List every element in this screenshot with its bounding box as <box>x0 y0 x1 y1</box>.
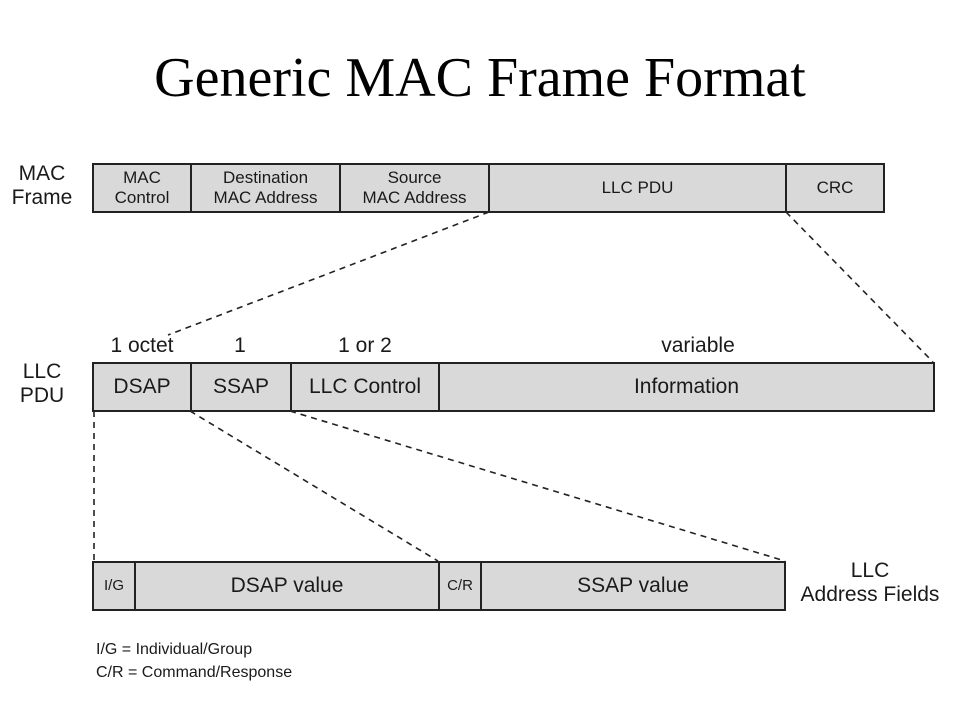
field-dsap-value: DSAP value <box>134 561 440 611</box>
field-cr: C/R <box>438 561 482 611</box>
field-crc: CRC <box>785 163 885 213</box>
field-llc-pdu-label: LLC PDU <box>601 178 674 198</box>
llc-address-label-line1: LLC <box>850 559 890 582</box>
field-information: Information <box>438 362 935 412</box>
field-mac-control-line2: Control <box>114 188 170 207</box>
field-dsap: DSAP <box>92 362 192 412</box>
field-source-line2: MAC Address <box>362 188 467 207</box>
field-source-mac-address: Source MAC Address <box>339 163 490 213</box>
field-llc-control: LLC Control <box>290 362 440 412</box>
size-information: variable <box>661 334 735 357</box>
llc-pdu-label-line1: LLC <box>22 360 62 383</box>
llc-address-label-line2: Address Fields <box>800 583 940 607</box>
field-ssap: SSAP <box>190 362 292 412</box>
legend: I/G = Individual/Group C/R = Command/Res… <box>96 638 292 684</box>
field-mac-control: MAC Control <box>92 163 192 213</box>
mac-frame-label-line2: Frame <box>11 186 73 210</box>
llc-pdu-label: LLC PDU <box>6 360 78 408</box>
llc-address-fields-label: LLC Address Fields <box>786 559 954 607</box>
field-mac-control-line1: MAC <box>123 168 161 188</box>
mac-frame-label: MAC Frame <box>6 162 78 210</box>
field-crc-label: CRC <box>816 178 854 198</box>
connector-llcpdu-left <box>167 211 490 336</box>
field-destination-line1: Destination <box>222 168 309 188</box>
field-destination-line2: MAC Address <box>213 188 318 207</box>
connector-llcpdu-right <box>785 211 934 363</box>
mac-frame-label-line1: MAC <box>18 162 66 185</box>
size-llc-control: 1 or 2 <box>338 334 392 357</box>
field-destination-mac-address: Destination MAC Address <box>190 163 341 213</box>
legend-ig: I/G = Individual/Group <box>96 641 253 658</box>
field-ig: I/G <box>92 561 136 611</box>
llc-pdu-label-line2: PDU <box>19 384 65 408</box>
connector-ssap-right <box>289 410 786 562</box>
connector-dsap-right <box>189 410 439 562</box>
size-ssap: 1 <box>234 334 246 357</box>
field-source-line1: Source <box>387 168 442 188</box>
legend-cr: C/R = Command/Response <box>96 664 293 682</box>
field-llc-pdu: LLC PDU <box>488 163 787 213</box>
field-ssap-value: SSAP value <box>480 561 786 611</box>
size-dsap: 1 octet <box>110 334 174 357</box>
page-title: Generic MAC Frame Format <box>154 47 806 109</box>
